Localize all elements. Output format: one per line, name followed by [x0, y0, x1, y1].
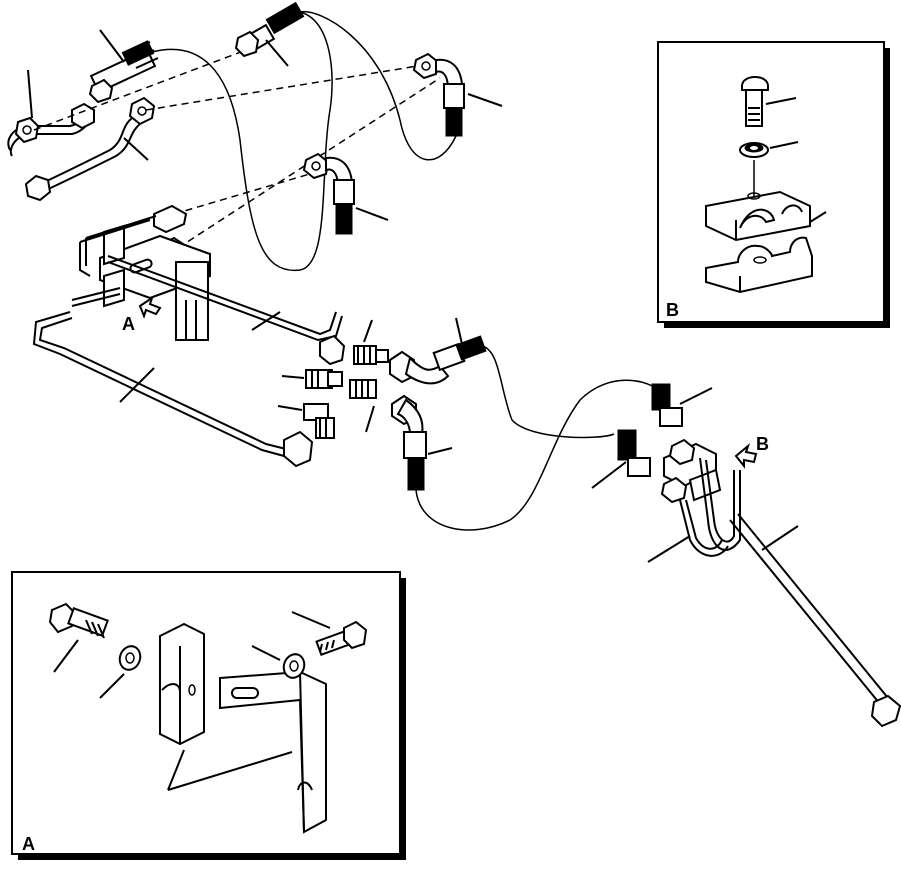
elbow-fitting — [305, 369, 343, 389]
hydraulic-hose-upper — [151, 1, 503, 272]
clamp-half-lower — [705, 236, 813, 294]
center-fittings — [277, 319, 389, 439]
tube-nut — [71, 102, 95, 130]
alignment-line — [173, 167, 331, 215]
mounting-bracket — [219, 670, 327, 834]
long-tube-right — [729, 513, 889, 705]
tube-to-bracket — [107, 255, 343, 342]
bolt — [48, 602, 109, 639]
inset-a-label: A — [22, 834, 35, 854]
elbow-fitting — [353, 345, 389, 365]
elbow-fitting — [303, 403, 335, 439]
leader-line — [363, 319, 373, 343]
leader-line — [679, 387, 713, 405]
view-b-pointer-label: B — [756, 434, 769, 454]
leader-line — [355, 207, 389, 221]
leader-line — [27, 69, 33, 119]
bolt — [741, 76, 769, 127]
leader-line — [591, 461, 627, 489]
leader-line — [99, 29, 125, 63]
alignment-line — [33, 43, 263, 131]
leader-line — [427, 447, 453, 455]
hose-end-fitting — [651, 383, 683, 427]
leader-line — [761, 525, 799, 551]
alignment-line — [145, 63, 431, 111]
leader-line — [251, 645, 281, 661]
short-tube-lower — [37, 117, 133, 186]
hose-end-fitting — [234, 1, 305, 58]
right-clamp-assembly: B — [591, 383, 901, 728]
inset-b-panel: B — [657, 41, 890, 328]
leader-line — [455, 317, 463, 345]
inset-b-label: B — [666, 300, 679, 320]
leader-line — [265, 39, 289, 67]
leader-line — [123, 137, 149, 161]
leader-line — [769, 141, 799, 149]
leader-line — [281, 375, 305, 379]
leader-line — [53, 639, 79, 673]
top-left-fittings — [7, 29, 441, 249]
adapter-fitting — [88, 40, 159, 104]
leader-line — [291, 611, 331, 629]
inset-a-panel: A — [11, 571, 406, 860]
bolt — [315, 620, 368, 656]
washer — [282, 653, 306, 679]
leader-line — [467, 93, 503, 107]
tube-nut — [14, 116, 40, 144]
leader-line — [809, 211, 827, 223]
leader-line — [119, 367, 155, 403]
view-b-arrow — [734, 442, 758, 469]
leader-line — [765, 97, 797, 105]
hydraulic-hose-lower — [389, 317, 661, 531]
leader-line — [277, 405, 303, 411]
leader-line — [251, 311, 281, 331]
washer — [739, 142, 769, 158]
leader-line — [365, 405, 375, 433]
tube-nut — [24, 174, 52, 202]
hose-end-fitting — [617, 429, 651, 477]
leader-line — [647, 535, 691, 563]
washer — [118, 645, 142, 671]
leader-line — [99, 673, 125, 699]
bracket-assembly: A — [32, 204, 346, 468]
elbow-hose-end-middle — [302, 152, 389, 235]
clamp-block — [159, 622, 205, 746]
view-a-arrow — [138, 295, 162, 319]
elbow-hose-end — [412, 52, 465, 137]
view-a-pointer-label: A — [122, 314, 135, 334]
tube-nut — [128, 96, 156, 126]
clamp-half-upper — [705, 190, 811, 242]
leader-line — [167, 749, 293, 791]
long-frame-tube — [32, 311, 291, 457]
elbow-fitting — [349, 379, 377, 399]
